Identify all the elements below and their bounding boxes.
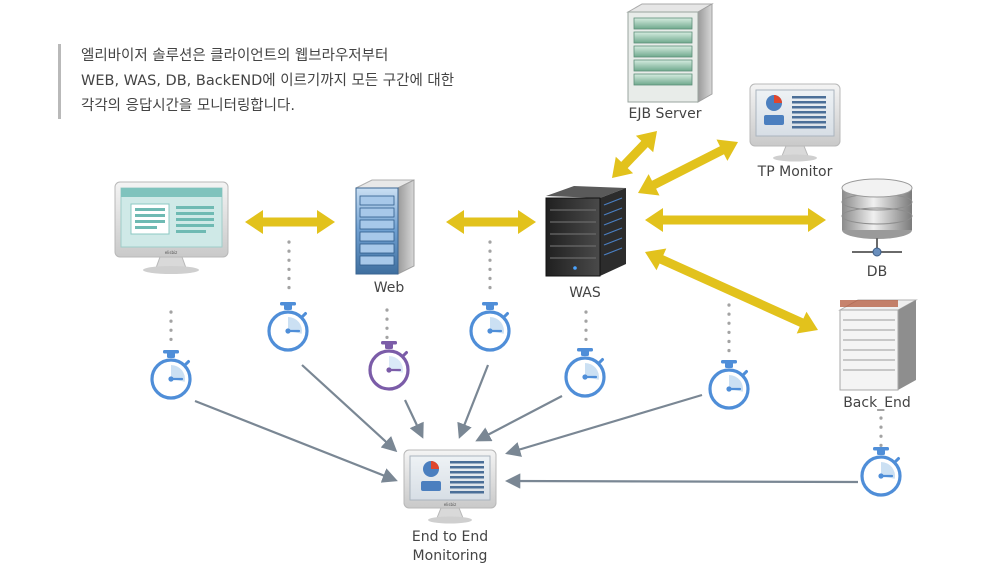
intro-line-2: WEB, WAS, DB, BackEND에 이르기까지 모든 구간에 대한 bbox=[81, 73, 455, 89]
arrow-was-db bbox=[645, 208, 826, 232]
db-label: DB bbox=[866, 264, 888, 280]
tp-monitor bbox=[749, 83, 841, 162]
was-label: WAS bbox=[569, 285, 601, 301]
tp-monitor-label: TP Monitor bbox=[757, 164, 833, 180]
arrow-client-web bbox=[245, 210, 335, 234]
stopwatch-client-icon bbox=[150, 350, 192, 400]
intro-line-3: 각각의 응답시간을 모니터링합니다. bbox=[81, 98, 295, 114]
yellow-arrows bbox=[245, 131, 826, 334]
ejb-server bbox=[626, 3, 714, 103]
stopwatch-was-in-icon bbox=[469, 302, 511, 352]
arrow-was-ejb bbox=[612, 131, 657, 178]
feed-arrow-backend bbox=[504, 473, 859, 489]
stopwatch-backend-icon bbox=[860, 447, 902, 497]
feed-arrow-outer bbox=[505, 393, 703, 457]
client-monitor: elisbiz bbox=[114, 181, 229, 274]
feed-arrow-was-in bbox=[457, 364, 490, 439]
web-server bbox=[355, 179, 415, 275]
arrow-was-backend bbox=[645, 248, 818, 334]
db-cylinder bbox=[841, 178, 913, 257]
feed-arrows bbox=[194, 364, 859, 489]
arrow-was-tp bbox=[638, 139, 738, 196]
intro-line-1: 엘리바이저 솔루션은 클라이언트의 웹브라우저부터 bbox=[81, 48, 389, 64]
e2e-label-line-2: Monitoring bbox=[412, 548, 488, 564]
e2e-label-line-1: End to End bbox=[411, 529, 489, 545]
end-to-end-monitor: elisbiz bbox=[403, 449, 497, 524]
stopwatch-was-icon bbox=[564, 348, 606, 398]
arrow-web-was bbox=[446, 210, 536, 234]
dotted-connectors bbox=[169, 240, 883, 448]
stopwatch-icons bbox=[150, 302, 902, 497]
was-server bbox=[545, 186, 626, 277]
stopwatch-web-icon bbox=[368, 341, 410, 391]
ejb-label: EJB Server bbox=[628, 106, 702, 122]
intro-text: 엘리바이저 솔루션은 클라이언트의 웹브라우저부터 WEB, WAS, DB, … bbox=[58, 44, 561, 119]
monitor-logo: elisbiz bbox=[444, 502, 457, 507]
e2e-label: End to End Monitoring bbox=[412, 528, 488, 566]
feed-arrow-web-in bbox=[301, 364, 398, 453]
stopwatch-web-in-icon bbox=[267, 302, 309, 352]
feed-arrow-was bbox=[475, 395, 563, 442]
web-label: Web bbox=[373, 280, 405, 296]
stopwatch-outer-icon bbox=[708, 360, 750, 410]
backend-server bbox=[838, 299, 918, 391]
feed-arrow-client bbox=[194, 399, 398, 483]
backend-label: Back_End bbox=[843, 395, 911, 411]
monitor-logo: elisbiz bbox=[165, 250, 178, 255]
feed-arrow-web bbox=[404, 399, 424, 439]
